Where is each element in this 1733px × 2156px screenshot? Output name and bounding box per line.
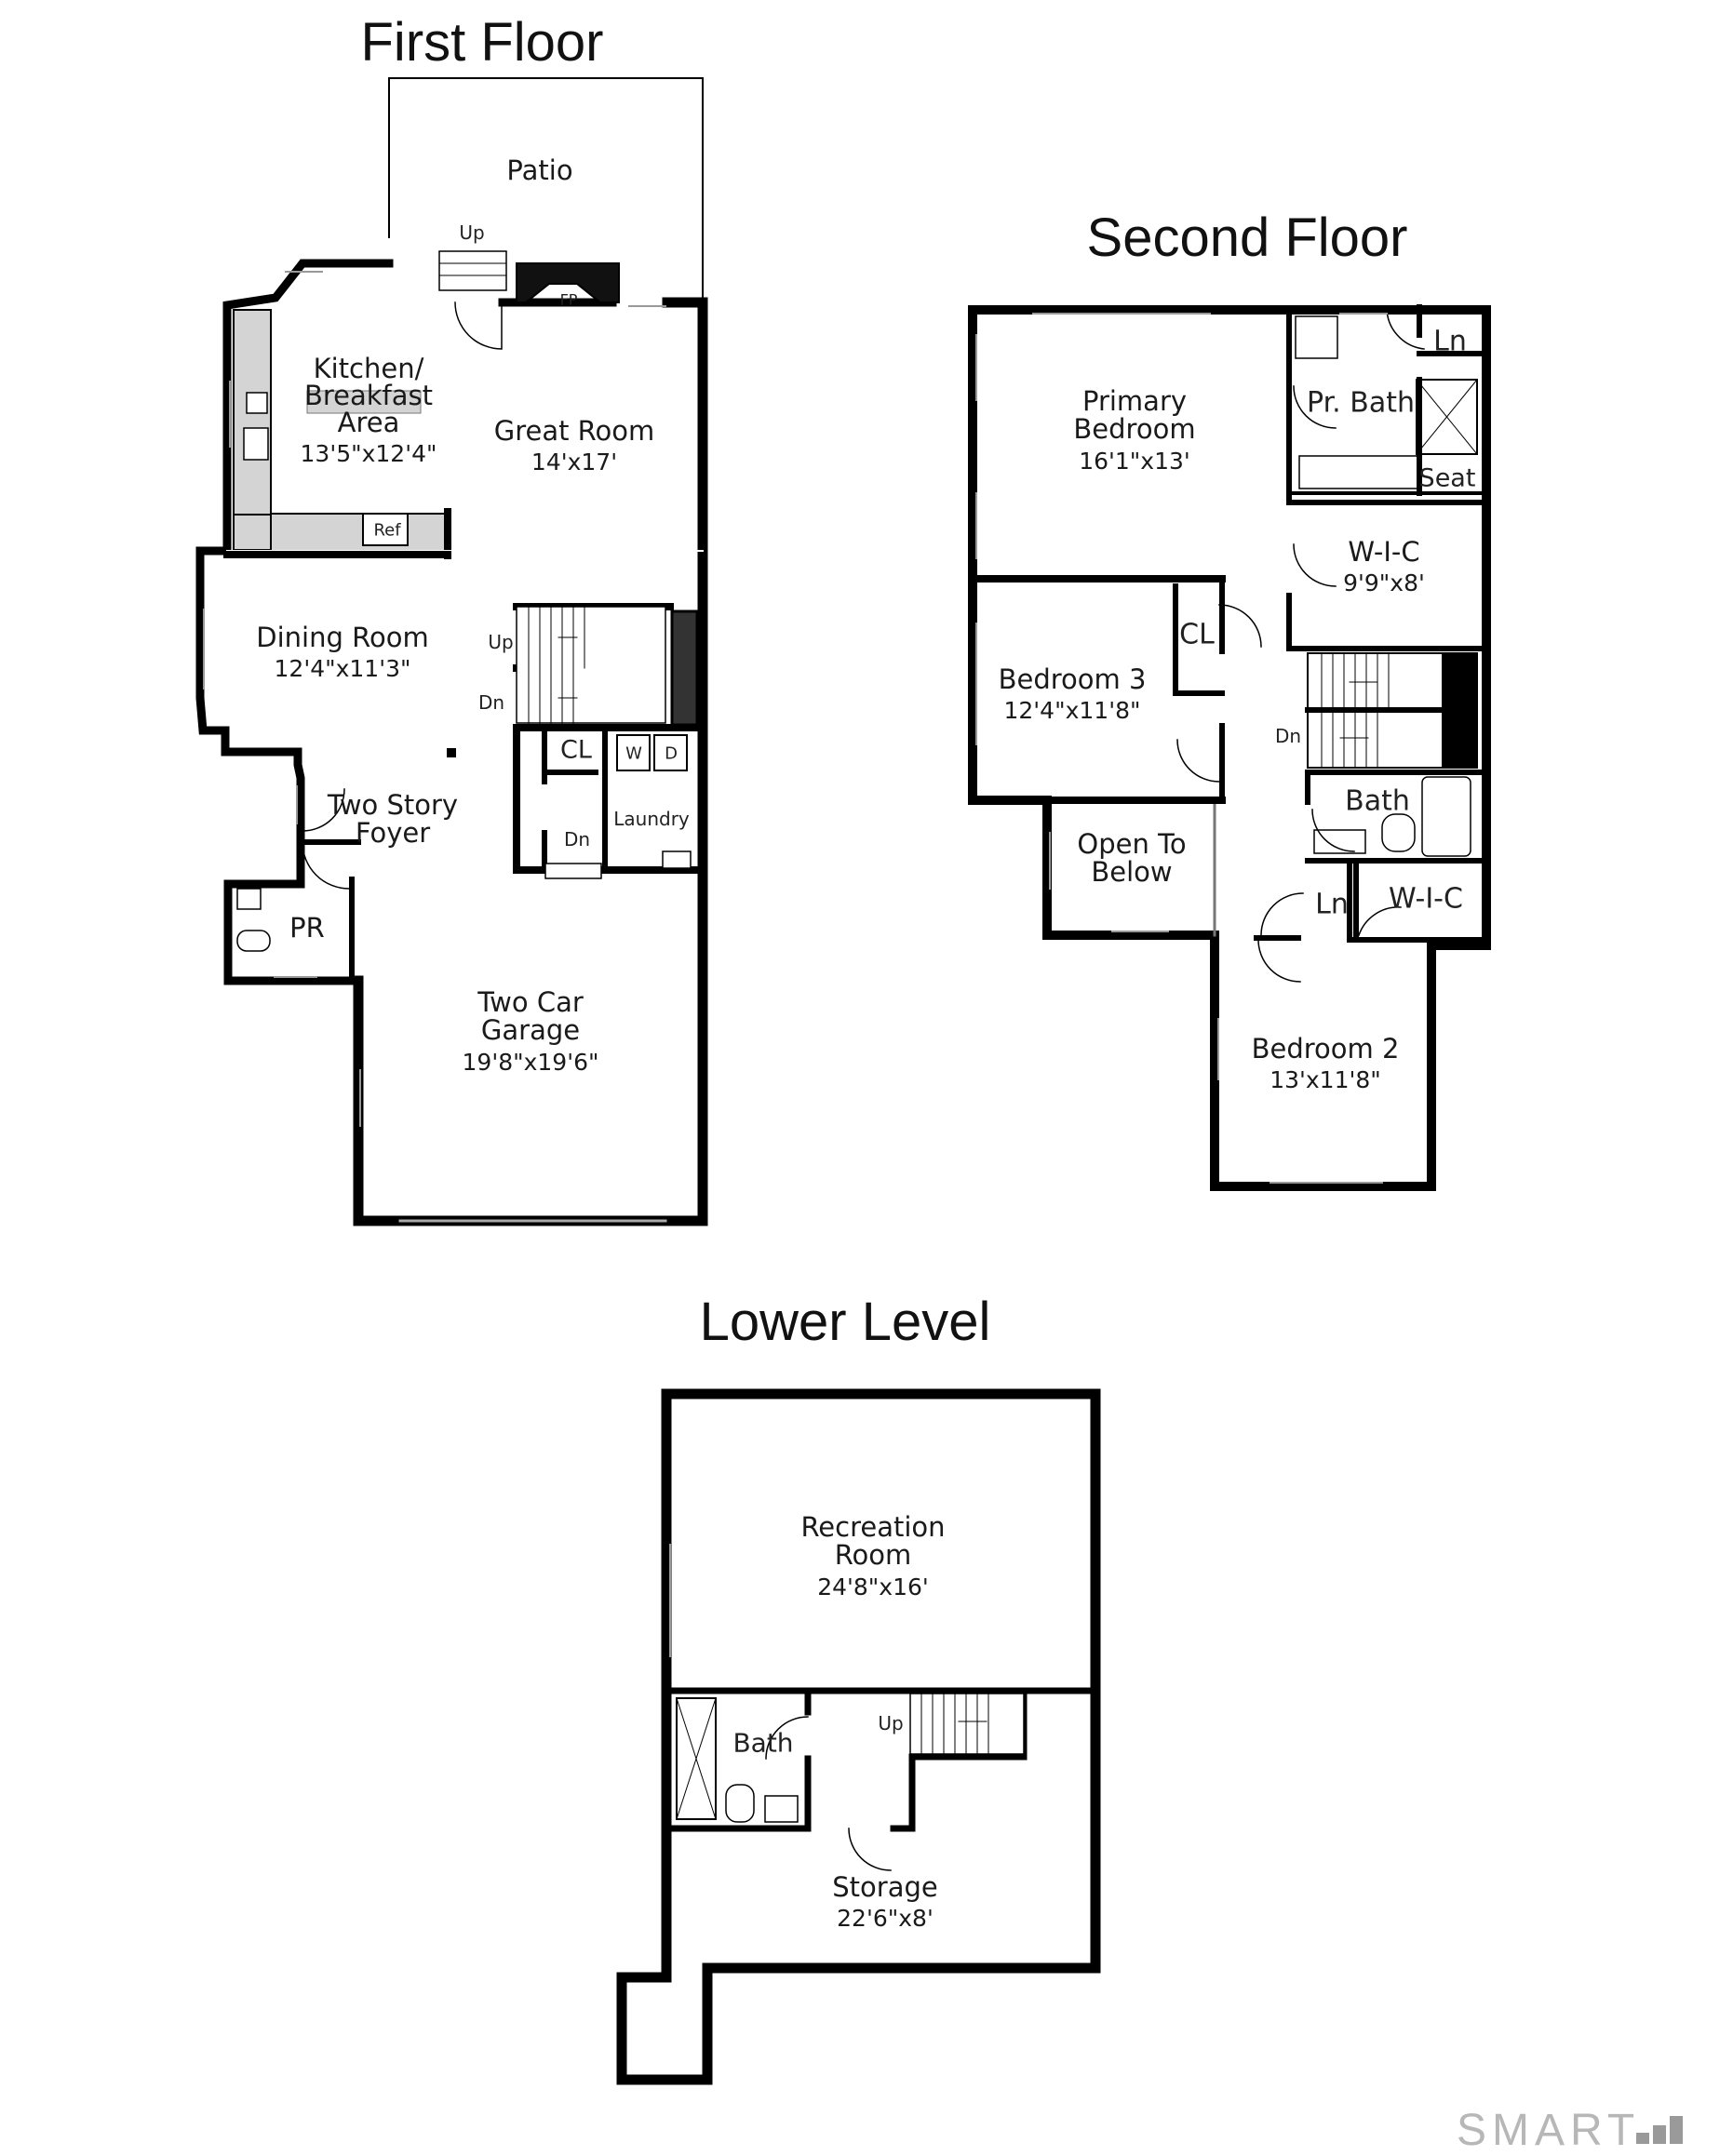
stair-shade (670, 609, 699, 727)
second-floor-walls (968, 304, 1491, 1191)
stair-down-label: Dn (477, 691, 505, 714)
room-name: Bedroom 3 (998, 663, 1147, 695)
lower-stair-up-label: Up (878, 1712, 904, 1734)
room-powder: PR (289, 912, 325, 944)
room-primary-bath: Pr. Bath (1307, 386, 1415, 420)
room-name: Two Car Garage (477, 986, 584, 1047)
washer-label: W (625, 743, 642, 764)
smart-mls-logo: SMART (1457, 2105, 1640, 2156)
room-bath-second: Bath (1345, 784, 1410, 818)
room-open-to-below: Open To Below (1077, 830, 1186, 887)
garage-stair-down-label: Dn (563, 828, 591, 850)
room-name: Open To Below (1077, 828, 1187, 889)
kitchen-counter-bottom (270, 513, 449, 552)
room-patio: Patio (506, 154, 573, 186)
patio-steps (438, 250, 507, 291)
first-floor-closet: CL (560, 735, 592, 765)
second-floor-stair-down-label: Dn (1274, 725, 1302, 747)
patio-outline (388, 77, 704, 303)
patio-stair-up-label: Up (459, 221, 485, 244)
room-dimensions: 9'9"x8' (1343, 569, 1425, 597)
room-dimensions: 12'4"x11'8" (1003, 697, 1141, 725)
room-dimensions: 12'4"x11'3" (274, 655, 411, 683)
first-floor-outer-wall-left (195, 259, 394, 985)
room-name: Patio (506, 154, 573, 186)
room-dimensions: 14'x17' (531, 449, 618, 476)
room-dimensions: 19'8"x19'6" (462, 1048, 599, 1076)
smart-mls-logo-bars (1636, 2116, 1683, 2144)
lower-level-title: Lower Level (699, 1292, 991, 1352)
stair-up-label: Up (488, 631, 514, 653)
first-floor-title: First Floor (360, 12, 604, 73)
room-name: Kitchen/ Breakfast Area (303, 353, 434, 438)
room-name: Great Room (493, 415, 655, 447)
second-floor-closet: CL (1179, 618, 1215, 651)
room-name: Dining Room (256, 622, 429, 653)
fireplace-label: FP (559, 290, 578, 309)
room-wic-2: W-I-C (1389, 882, 1463, 916)
logo-text: SMART (1457, 2106, 1641, 2155)
room-name: PR (289, 912, 325, 944)
fireplace (516, 262, 620, 303)
refrigerator (362, 513, 409, 546)
room-foyer: Two Story Foyer (328, 791, 458, 848)
washer (616, 734, 651, 771)
room-name: Bedroom 2 (1251, 1033, 1400, 1065)
first-floor-stairs (528, 606, 585, 729)
fridge-label: Ref (373, 520, 401, 541)
lower-level-walls (616, 1388, 1101, 2085)
room-dimensions: 16'1"x13' (1079, 447, 1190, 475)
room-name: Primary Bedroom (1073, 385, 1196, 446)
room-name: Two Story Foyer (327, 789, 459, 850)
room-dimensions: 24'8"x16' (817, 1573, 929, 1600)
second-floor-title: Second Floor (1086, 208, 1408, 268)
room-name: Recreation Room (800, 1511, 946, 1572)
room-linen-1: Ln (1433, 325, 1467, 358)
room-laundry: Laundry (613, 808, 690, 830)
room-bath-lower: Bath (732, 1727, 794, 1759)
room-name: Storage (832, 1871, 938, 1903)
first-floor-walls (195, 77, 708, 1226)
dryer (653, 734, 688, 771)
dryer-label: D (665, 743, 678, 764)
shower-seat-label: Seat (1418, 463, 1476, 493)
room-dimensions: 13'x11'8" (1270, 1066, 1381, 1094)
room-dimensions: 22'6"x8' (837, 1905, 934, 1933)
room-name: W-I-C (1348, 536, 1420, 568)
room-linen-2: Ln (1315, 888, 1349, 921)
room-dimensions: 13'5"x12'4" (300, 440, 437, 467)
